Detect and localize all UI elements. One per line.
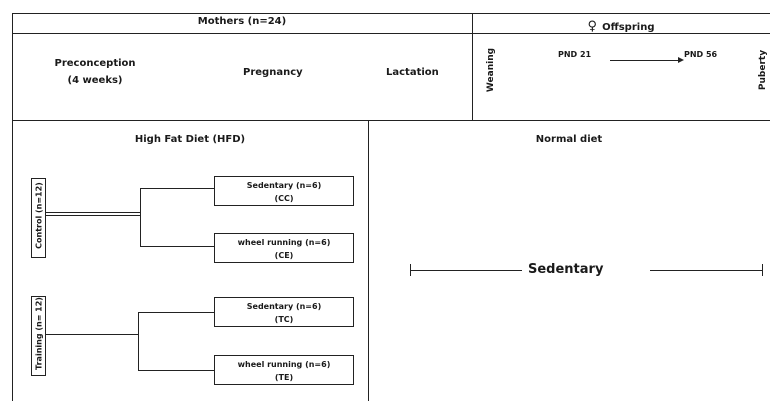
mothers-offspring-divider [472, 13, 473, 120]
phase-divider [12, 120, 770, 121]
control-branch [140, 188, 141, 246]
training-branch [138, 312, 139, 370]
arrow-head-icon [678, 57, 684, 63]
hfd-title: High Fat Diet (HFD) [134, 134, 246, 145]
preconception-label: Preconception (4 weeks) [30, 55, 160, 89]
control-connector [46, 212, 140, 213]
group-box-te-code: (TE) [274, 373, 294, 382]
left-border [12, 13, 13, 401]
header-divider [12, 33, 770, 34]
training-branch-bottom [138, 370, 214, 371]
group-box-ce-title: wheel running (n=6) [237, 238, 331, 247]
preconception-line2: (4 weeks) [67, 75, 123, 86]
group-box-tc-title: Sedentary (n=6) [246, 302, 322, 311]
sedentary-label: Sedentary [528, 262, 604, 277]
training-group-label: Training (n= 12) [34, 297, 44, 370]
group-box-te-title: wheel running (n=6) [237, 360, 331, 369]
mothers-header: Mothers (n=24) [197, 16, 287, 27]
sedentary-range-right [650, 270, 762, 271]
pnd56-label: PND 56 [684, 50, 718, 59]
diet-divider [368, 120, 369, 401]
pnd21-label: PND 21 [558, 50, 592, 59]
group-box-cc: Sedentary (n=6) (CC) [214, 176, 354, 206]
sedentary-range-end [762, 264, 763, 276]
normal-diet-title: Normal diet [535, 134, 603, 145]
training-group-box [31, 296, 46, 376]
control-branch-top [140, 188, 214, 189]
weaning-label: Weaning [486, 47, 496, 93]
training-branch-top [138, 312, 214, 313]
top-border [12, 13, 770, 14]
preconception-line1: Preconception [54, 58, 136, 69]
offspring-header: ♀ Offspring [472, 15, 770, 34]
control-connector [46, 215, 140, 216]
group-box-te: wheel running (n=6) (TE) [214, 355, 354, 385]
female-symbol-icon: ♀ [587, 19, 598, 34]
control-branch-bottom [140, 246, 214, 247]
pnd-arrow-line [610, 60, 680, 61]
group-box-cc-title: Sedentary (n=6) [246, 181, 322, 190]
training-connector [46, 334, 138, 335]
group-box-ce: wheel running (n=6) (CE) [214, 233, 354, 263]
offspring-label: Offspring [602, 22, 655, 33]
sedentary-range-left [410, 270, 522, 271]
lactation-label: Lactation [386, 67, 439, 78]
group-box-cc-code: (CC) [274, 194, 294, 203]
group-box-tc-code: (TC) [274, 315, 294, 324]
control-group-box [31, 178, 46, 258]
pregnancy-label: Pregnancy [243, 67, 303, 78]
control-group-label: Control (n=12) [34, 182, 44, 249]
group-box-tc: Sedentary (n=6) (TC) [214, 297, 354, 327]
group-box-ce-code: (CE) [274, 251, 294, 260]
puberty-label: Puberty [758, 49, 768, 91]
